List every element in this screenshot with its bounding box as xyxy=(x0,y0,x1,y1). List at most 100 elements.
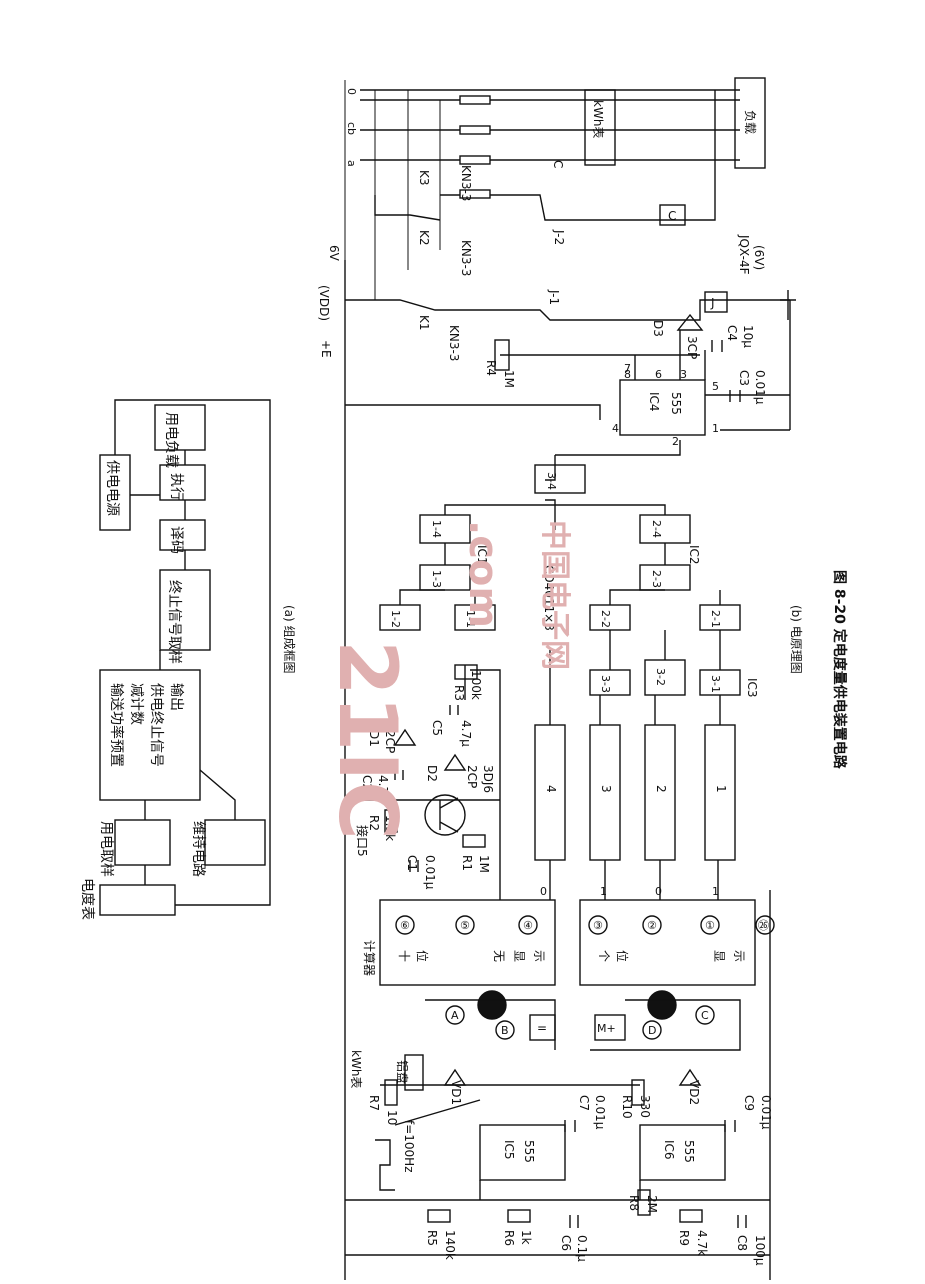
gate-1-4-label: 1-4 xyxy=(430,520,443,538)
bus-4-label: 4 xyxy=(544,785,558,793)
sample-label: 用电取样 xyxy=(98,821,114,877)
meter-block xyxy=(99,884,176,916)
ic4-type: 555 xyxy=(669,392,683,415)
r3-value: 100k xyxy=(469,670,483,700)
ic6-type: 555 xyxy=(682,1140,696,1163)
load-box xyxy=(734,77,766,169)
t1-type: 3DJ6 xyxy=(481,765,495,793)
ic4-section: IC4 555 8 7 6 3 4 2 1 5 R4 1M D3 3CP C4 … xyxy=(345,300,791,448)
ones-char-1: 个 xyxy=(597,950,611,962)
button-a xyxy=(445,1005,465,1025)
c5-label: C5 xyxy=(430,720,444,736)
c6-label: C6 xyxy=(559,1235,573,1251)
pin-4 xyxy=(518,915,538,935)
contact-a xyxy=(477,990,507,1020)
relay-coil xyxy=(704,291,728,313)
gate-2-2-label: 2-2 xyxy=(599,610,612,628)
ones-char-2: 位 xyxy=(615,950,630,962)
ic4-chip xyxy=(619,379,706,436)
contactor-coil xyxy=(659,204,686,226)
fuse-3 xyxy=(459,155,491,165)
phase-c: c xyxy=(345,122,358,128)
preset-line-1: 输送功率预置 xyxy=(108,683,125,767)
r9-resistor xyxy=(679,1209,703,1223)
r7-value: 10 xyxy=(385,1110,399,1125)
ic4-pin6: 6 xyxy=(655,368,662,381)
sub-caption-b: (b) 电原理图 xyxy=(789,605,803,674)
c-contact-label: C xyxy=(551,160,565,168)
oscillator-section: kWh表 铝盘 VD1 VD2 R7 10 R10 330 f=100Hz IC… xyxy=(345,1050,773,1266)
stop-sample-label: 终止信号取样 xyxy=(166,580,182,664)
pin-3 xyxy=(588,915,608,935)
fuse-4 xyxy=(459,189,491,199)
watermark: 21IC 中国电子网 .com xyxy=(321,520,572,840)
key-mplus xyxy=(594,1014,626,1041)
k3-label: K3 xyxy=(417,170,431,186)
r8-resistor xyxy=(637,1189,651,1216)
pin-26 xyxy=(755,915,775,935)
r6-resistor xyxy=(507,1209,531,1223)
ic4-pin3: 3 xyxy=(680,368,687,381)
vdd-label: (VDD) xyxy=(317,285,331,321)
level-bus4: 0 xyxy=(540,885,547,898)
c4-value: 10μ xyxy=(741,325,755,348)
phase-b: b xyxy=(345,128,358,135)
r3-label: R3 xyxy=(452,685,466,701)
r6-value: 1k xyxy=(519,1230,533,1245)
level-bus2: 0 xyxy=(655,885,662,898)
c7-value: 0.01μ xyxy=(593,1095,607,1130)
kwh-meter-label: kWh表 xyxy=(591,100,605,138)
sample-block xyxy=(114,819,171,866)
gate-3-4-label: 3-4 xyxy=(545,472,558,490)
ic4-pin4: 4 xyxy=(612,422,619,435)
button-c xyxy=(695,1005,715,1025)
r2-label: R2 xyxy=(367,815,381,831)
pin-1-label: ① xyxy=(705,919,715,932)
r8-label: R8 xyxy=(627,1195,641,1211)
r4-label: R4 xyxy=(484,360,498,376)
relay-type-2: (6V) xyxy=(752,245,766,270)
tens-char-5: 示 xyxy=(532,950,546,962)
block-diagram: 电度表 用电取样 维持电路 输送功率预置 减计数 供电终止信号 输出 终止信号取… xyxy=(79,399,296,920)
preset-line-4: 输出 xyxy=(168,683,184,711)
pulse-section: R3 100k C5 4.7μ D1 2CP D2 2CP 3DJ6 C2 4.… xyxy=(345,664,501,900)
r10-resistor xyxy=(631,1079,645,1106)
c8-value: 100μ xyxy=(753,1235,767,1266)
r10-label: R10 xyxy=(620,1095,634,1119)
exec-block xyxy=(159,464,206,501)
ones-char-4: 示 xyxy=(732,950,746,962)
calculator-module: 计算器 十 位 无 显 示 个 位 显 示 ⑥ ⑤ ④ ③ ② ① ㉖ 0 1 … xyxy=(362,860,775,1280)
r7-label: R7 xyxy=(367,1095,381,1111)
ic4-pin2: 2 xyxy=(672,435,679,448)
relay-label: J xyxy=(710,296,715,310)
power-label: 供电电源 xyxy=(104,460,120,516)
c7-label: C7 xyxy=(577,1095,591,1111)
c8-label: C8 xyxy=(735,1235,749,1251)
gate-2-1-label: 2-1 xyxy=(709,610,722,628)
watermark-main: 21IC xyxy=(321,640,414,840)
vd2-label: VD2 xyxy=(687,1080,701,1105)
ic5-chip xyxy=(479,1124,566,1181)
c4-label: C4 xyxy=(725,325,739,341)
freq-label: f=100Hz xyxy=(402,1120,416,1173)
d1-diode xyxy=(393,728,417,746)
ic4-pin5: 5 xyxy=(712,380,719,393)
hold-label: 维持电路 xyxy=(190,821,206,877)
relay-type-1: JQX-4F xyxy=(737,234,751,275)
r5-label: R5 xyxy=(425,1230,439,1246)
load-block xyxy=(154,404,206,451)
load-label: 用电负载 xyxy=(163,412,179,468)
r8-value: 2M xyxy=(645,1195,659,1213)
pin-1 xyxy=(700,915,720,935)
decode-block xyxy=(159,519,206,551)
r2-resistor xyxy=(384,809,398,833)
c3-value: 0.01μ xyxy=(753,370,767,405)
fuse-1 xyxy=(459,95,491,105)
phase-a: a xyxy=(345,160,358,167)
c9-value: 0.01μ xyxy=(759,1095,773,1130)
button-d xyxy=(642,1020,662,1040)
bus-1-label: 1 xyxy=(714,785,728,793)
pin-6-label: ⑥ xyxy=(400,919,410,932)
bus-bars: 4 3 2 1 xyxy=(534,650,736,861)
